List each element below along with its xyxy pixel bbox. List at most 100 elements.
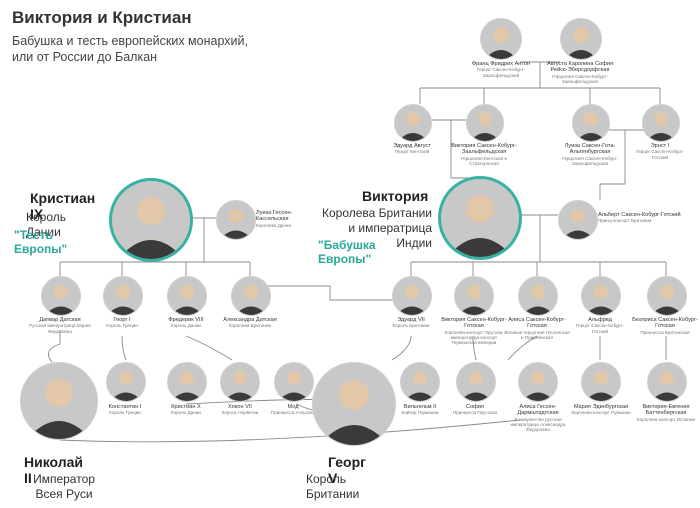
person-role: Великая герцогиня Гессенская и Прирейнск… bbox=[504, 329, 570, 341]
portrait-image bbox=[456, 362, 496, 402]
person-silhouette-icon bbox=[404, 371, 436, 401]
portrait-image bbox=[394, 104, 432, 142]
portrait-image bbox=[647, 362, 687, 402]
portrait-image bbox=[392, 276, 432, 316]
person-role: Принц-консорт Британии bbox=[598, 218, 652, 224]
person-role: Герцог Саксен-Кобург-Готский bbox=[635, 149, 685, 160]
person-silhouette-icon bbox=[398, 112, 428, 141]
person-name: Альберт Саксен-Кобург-Готский bbox=[598, 212, 681, 218]
person-silhouette-icon bbox=[118, 197, 184, 259]
person-role: Королева-консорт Румынии bbox=[571, 410, 631, 416]
person-silhouette-icon bbox=[396, 285, 428, 315]
portrait-image bbox=[454, 276, 494, 316]
person-role: Королева-консорт Испании bbox=[636, 416, 696, 422]
person-name: Виктория Саксен-Кобург-Готская bbox=[441, 317, 507, 330]
portrait-image bbox=[167, 276, 207, 316]
person-role: Герцогиня Саксен-Кобург-Заальфельдская bbox=[562, 155, 618, 167]
page-title: Виктория и Кристиан bbox=[12, 8, 192, 27]
person-role: Принцесса Прусская bbox=[452, 410, 498, 416]
person-role-line-2: Всея Руси bbox=[35, 487, 93, 501]
person-name: Эдуард Август bbox=[393, 143, 431, 149]
person-role: Король Дании bbox=[26, 210, 67, 239]
person-role-line-1: Королева Британии bbox=[322, 206, 432, 220]
person-role: Принцесса Британская bbox=[640, 329, 690, 335]
person-name: Беатриса Саксен-Кобург-Готская bbox=[632, 317, 698, 330]
person-name: Франц Фридрих Антон bbox=[471, 61, 531, 67]
portrait-image bbox=[581, 362, 621, 402]
person-silhouette-icon bbox=[585, 285, 617, 315]
person-name: Луиза Саксен-Гота-Альтенбургская bbox=[564, 143, 616, 156]
person-role-line-2: и императрица Индии bbox=[348, 221, 432, 250]
portrait-image bbox=[103, 276, 143, 316]
person-role: Королева Британии bbox=[228, 323, 272, 329]
person-role: Король Норвегии bbox=[221, 410, 259, 416]
portrait-image bbox=[560, 18, 602, 60]
person-name: Луиза Гессен-Кассельская bbox=[256, 210, 293, 223]
person-silhouette-icon bbox=[171, 285, 203, 315]
subtitle-line-2: или от России до Балкан bbox=[12, 50, 158, 64]
person-role: Кайзер Германии bbox=[401, 410, 439, 416]
portrait-image bbox=[642, 104, 680, 142]
portrait-image bbox=[167, 362, 207, 402]
portrait-image bbox=[274, 362, 314, 402]
person-silhouette-icon bbox=[458, 285, 490, 315]
portrait-image bbox=[20, 362, 98, 440]
person-role: Король Греции bbox=[109, 410, 141, 416]
person-silhouette-icon bbox=[485, 27, 517, 59]
person-role: Королева Дании bbox=[256, 222, 292, 228]
person-silhouette-icon bbox=[220, 209, 252, 239]
person-silhouette-icon bbox=[470, 112, 500, 141]
person-name: Мод bbox=[287, 404, 299, 410]
page-subtitle: Бабушка и тесть европейских монархий, ил… bbox=[12, 33, 272, 65]
person-name: Алиса Гессен-Дармштадтская bbox=[517, 404, 559, 417]
person-silhouette-icon bbox=[319, 380, 389, 445]
person-silhouette-icon bbox=[107, 285, 139, 315]
portrait-image bbox=[312, 362, 396, 446]
person-name: Фредерик VIII bbox=[168, 317, 204, 323]
portrait-image bbox=[220, 362, 260, 402]
person-silhouette-icon bbox=[460, 371, 492, 401]
person-name: Кристиан X bbox=[171, 404, 201, 410]
person-silhouette-icon bbox=[646, 112, 676, 141]
person-role: Король Греции bbox=[106, 323, 138, 329]
person-silhouette-icon bbox=[278, 371, 310, 401]
portrait-image bbox=[480, 18, 522, 60]
person-silhouette-icon bbox=[565, 27, 597, 59]
person-name: Алиса Саксен-Кобург-Готская bbox=[508, 317, 566, 330]
portrait-image bbox=[106, 362, 146, 402]
person-silhouette-icon bbox=[562, 209, 594, 239]
person-role: Король Дании bbox=[171, 323, 201, 329]
person-role: Герцогиня Саксен-Кобург-Заальфельдская bbox=[552, 73, 608, 85]
portrait-image bbox=[216, 200, 256, 240]
portrait-image bbox=[438, 176, 522, 260]
person-name: Эрнст I bbox=[650, 143, 670, 149]
person-silhouette-icon bbox=[110, 371, 142, 401]
person-name: Альфред bbox=[588, 317, 612, 323]
portrait-image bbox=[400, 362, 440, 402]
person-silhouette-icon bbox=[651, 371, 683, 401]
portrait-image bbox=[572, 104, 610, 142]
subtitle-line-1: Бабушка и тесть европейских монархий, bbox=[12, 34, 248, 48]
person-name: Александра Датская bbox=[223, 317, 277, 323]
person-role: Король Британии bbox=[392, 323, 430, 329]
person-name: Георг I bbox=[113, 317, 131, 323]
person-role: Король Дании bbox=[171, 410, 201, 416]
portrait-image bbox=[518, 362, 558, 402]
person-name: Хокон VII bbox=[228, 404, 252, 410]
person-silhouette-icon bbox=[651, 285, 683, 315]
person-silhouette-icon bbox=[585, 371, 617, 401]
person-name: Августа Каролина София Рейсс-Эберсдорфск… bbox=[547, 61, 613, 74]
person-name: Виктория Саксен-Кобург-Заальфельдская bbox=[451, 143, 517, 156]
person-silhouette-icon bbox=[235, 285, 267, 315]
person-silhouette-icon bbox=[171, 371, 203, 401]
person-role: Герцог Саксен-Кобург-Готский bbox=[575, 323, 625, 334]
person-role: Герцог Кентский bbox=[394, 149, 430, 155]
person-silhouette-icon bbox=[45, 285, 77, 315]
portrait-image bbox=[647, 276, 687, 316]
person-silhouette-icon bbox=[447, 195, 513, 257]
portrait-image bbox=[558, 200, 598, 240]
person-name: Кристиан IX bbox=[30, 190, 96, 222]
portrait-image bbox=[518, 276, 558, 316]
person-name: Вильгельм II bbox=[403, 404, 437, 410]
